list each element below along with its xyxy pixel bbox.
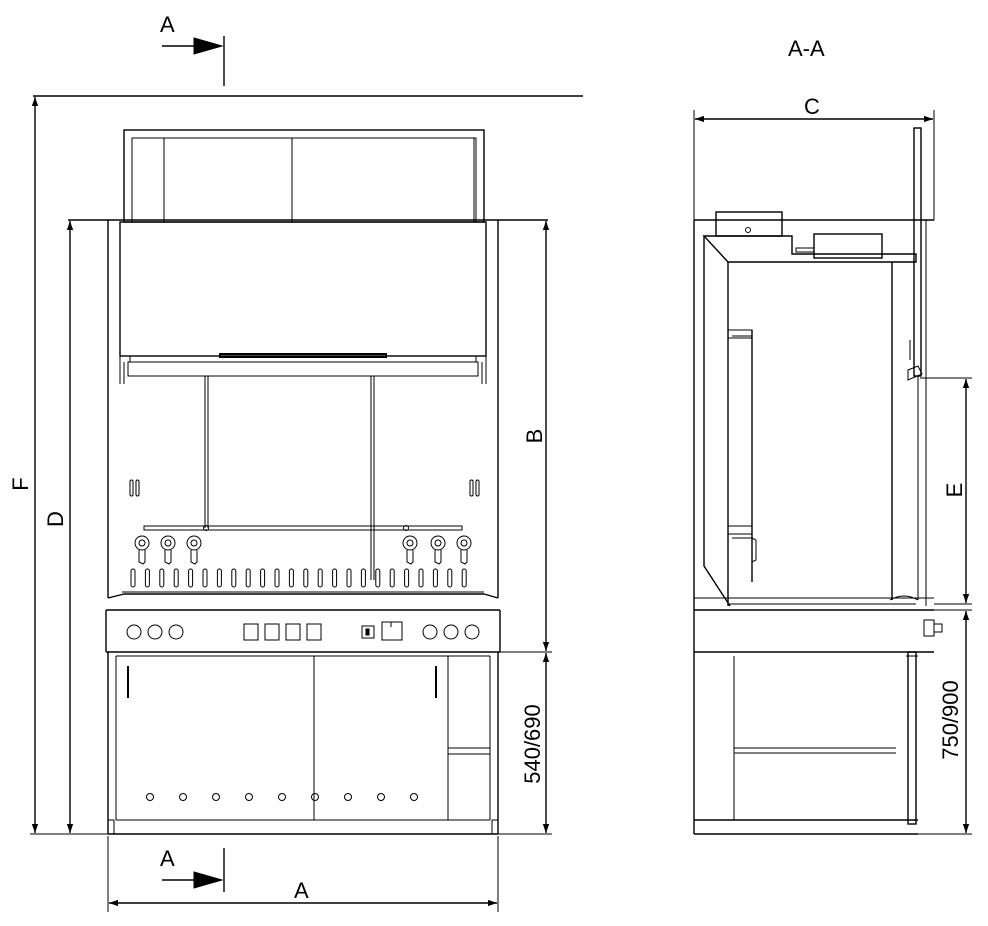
sash-profile [907, 127, 927, 606]
dim-cabinet-height-front: 540/690 [498, 653, 552, 835]
taps-left [134, 535, 202, 565]
baffle-slot [130, 568, 136, 588]
section-arrow-top [193, 37, 224, 55]
vent-hole [311, 793, 319, 801]
fan-units [715, 211, 883, 259]
baffle-slot [303, 568, 309, 588]
vent-hole [278, 793, 286, 801]
baffle-slot [188, 568, 194, 588]
front-view: A [8, 12, 583, 912]
vent-hole [344, 793, 352, 801]
socket-icon [381, 621, 403, 641]
inner-chamber [702, 235, 919, 607]
dim-work-height: B [500, 221, 552, 653]
side-cabinet [733, 651, 918, 825]
dim-total-height-label: F [8, 477, 33, 490]
dim-body-height: D [43, 221, 74, 833]
dim-width-label: A [294, 878, 309, 903]
switch-buttons [243, 623, 322, 641]
baffle-slot [202, 568, 208, 588]
tap-icon [430, 535, 446, 565]
vent-hole [377, 793, 385, 801]
baffle-slot [231, 568, 237, 588]
interior-rods [143, 376, 463, 580]
side-slots [129, 479, 480, 497]
dim-work-height-label: B [522, 429, 547, 444]
baffle-slot [389, 568, 395, 588]
section-marker-top-label: A [160, 12, 175, 37]
baffle-slot [418, 568, 424, 588]
baffle-slot [432, 568, 438, 588]
tap-icon [456, 535, 472, 565]
baffle-slot [332, 568, 338, 588]
vent-holes [146, 793, 418, 801]
baffle-slot [216, 568, 222, 588]
side-tap-icon [923, 619, 943, 637]
dim-sash-opening: E [920, 377, 972, 605]
baffle-slot [404, 568, 410, 588]
control-knobs-left [126, 624, 184, 640]
sash-panel [119, 221, 487, 384]
dim-depth-label: C [804, 94, 820, 119]
vent-hole [179, 793, 187, 801]
tap-icon [134, 535, 150, 565]
vent-hole [146, 793, 154, 801]
worktop [105, 593, 501, 652]
side-body [693, 219, 934, 835]
section-marker-top: A [160, 12, 225, 86]
side-view: A-A C [693, 36, 972, 835]
taps-right [402, 535, 472, 565]
section-marker-bottom-label: A [160, 846, 175, 871]
dim-sash-opening-label: E [942, 483, 967, 498]
baffle-slot [461, 568, 467, 588]
section-title: A-A [788, 36, 825, 61]
baffle-slot [317, 568, 323, 588]
baffle-slot [260, 568, 266, 588]
baffle-slot [245, 568, 251, 588]
control-panel [106, 621, 500, 653]
baffle-slot [447, 568, 453, 588]
section-marker-bottom: A [160, 846, 225, 892]
baffle-slot [288, 568, 294, 588]
tap-icon [160, 535, 176, 565]
exhaust-box [123, 129, 485, 223]
baffle-slot [375, 568, 381, 588]
dim-cabinet-height-side-label: 750/900 [938, 680, 963, 760]
baffle-slot [274, 568, 280, 588]
dim-total-height: F [8, 97, 108, 835]
base-cabinet [107, 652, 499, 835]
dim-width: A [107, 836, 499, 912]
section-arrow-bottom [193, 871, 224, 889]
baffle-slot [173, 568, 179, 588]
baffle-slot [159, 568, 165, 588]
baffle-slot [144, 568, 150, 588]
display-icon [361, 625, 375, 639]
dim-cabinet-height-front-label: 540/690 [520, 704, 545, 784]
vent-hole [410, 793, 418, 801]
vent-hole [212, 793, 220, 801]
baffle-slot [360, 568, 366, 588]
dim-depth: C [693, 94, 935, 220]
tap-icon [402, 535, 418, 565]
control-knobs-right [422, 624, 480, 640]
baffle-slots [130, 568, 467, 588]
dim-cabinet-height-side: 750/900 [918, 609, 972, 835]
dim-body-height-label: D [43, 511, 68, 527]
tap-icon [186, 535, 202, 565]
vent-hole [245, 793, 253, 801]
baffle-slot [346, 568, 352, 588]
